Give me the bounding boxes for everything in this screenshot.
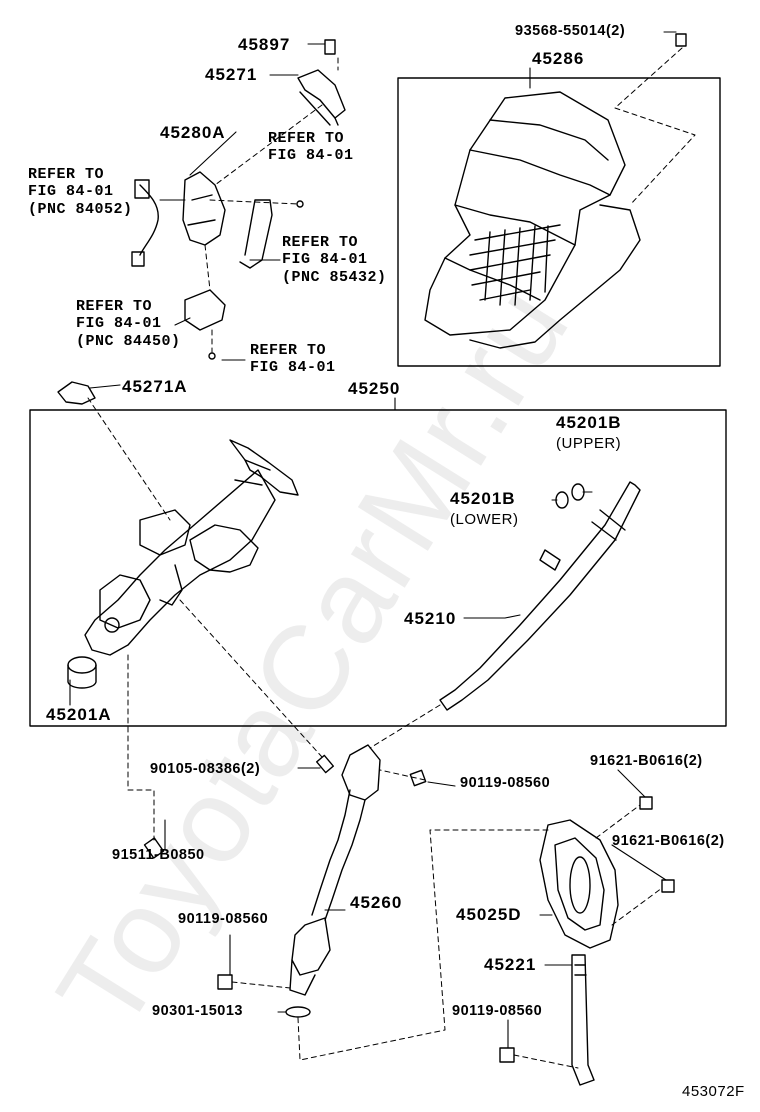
- refer-note-1: REFER TO FIG 84-01: [268, 130, 354, 165]
- plate-45025D: [539, 819, 619, 949]
- refer-note-84450: REFER TO FIG 84-01 (PNC 84450): [76, 298, 181, 350]
- bracket-45280A: [182, 171, 226, 246]
- dashed-guides: [87, 47, 696, 1069]
- label-93568-55014: 93568-55014(2): [515, 23, 626, 39]
- intermediate-shaft-45260: [289, 744, 381, 996]
- ring-lower: [555, 491, 569, 509]
- shaft-45221: [571, 954, 595, 1086]
- label-90105-08386: 90105-08386(2): [150, 761, 261, 777]
- washer-90301: [285, 1006, 311, 1018]
- label-45201A: 45201A: [46, 705, 112, 724]
- label-45271: 45271: [205, 65, 258, 84]
- steering-column-cover: [424, 91, 641, 349]
- label-45221: 45221: [484, 955, 537, 974]
- screw-45897: [324, 39, 336, 55]
- label-45260: 45260: [350, 893, 403, 912]
- label-upper: (UPPER): [556, 435, 622, 452]
- label-45201B-lower: 45201B: [450, 489, 516, 508]
- label-91621-B0616-a: 91621-B0616(2): [590, 753, 703, 769]
- label-90301-15013: 90301-15013: [152, 1003, 243, 1019]
- figure-code: 453072F: [682, 1083, 745, 1100]
- label-45250: 45250: [348, 379, 401, 398]
- label-45025D: 45025D: [456, 905, 522, 924]
- label-45210: 45210: [404, 609, 457, 628]
- label-91621-B0616-b: 91621-B0616(2): [612, 833, 725, 849]
- clip-45271A: [57, 381, 96, 405]
- label-90119-08560-c: 90119-08560: [452, 1003, 543, 1019]
- ring-upper: [571, 483, 585, 501]
- label-45201B-upper: 45201B: [556, 413, 622, 432]
- label-lower: (LOWER): [450, 511, 519, 528]
- label-45280A: 45280A: [160, 123, 226, 142]
- label-45271A: 45271A: [122, 377, 188, 396]
- label-91511-B0850: 91511-B0850: [112, 847, 205, 863]
- leader-lines: [69, 31, 677, 1049]
- refer-note-85432: REFER TO FIG 84-01 (PNC 85432): [282, 234, 387, 286]
- column-assembly-box: [29, 409, 727, 727]
- refer-note-5: REFER TO FIG 84-01: [250, 342, 336, 377]
- label-90119-08560-a: 90119-08560: [460, 775, 551, 791]
- grommet-45201A: [67, 656, 97, 689]
- label-90119-08560-b: 90119-08560: [178, 911, 269, 927]
- steering-column-assembly: [84, 439, 299, 656]
- clip-45271: [297, 69, 346, 119]
- shaft-45210: [439, 481, 641, 711]
- label-45286: 45286: [532, 49, 585, 68]
- refer-note-84052: REFER TO FIG 84-01 (PNC 84052): [28, 166, 133, 218]
- bolts: [143, 33, 687, 1063]
- cover-group-box: [397, 77, 721, 367]
- label-45897: 45897: [238, 35, 291, 54]
